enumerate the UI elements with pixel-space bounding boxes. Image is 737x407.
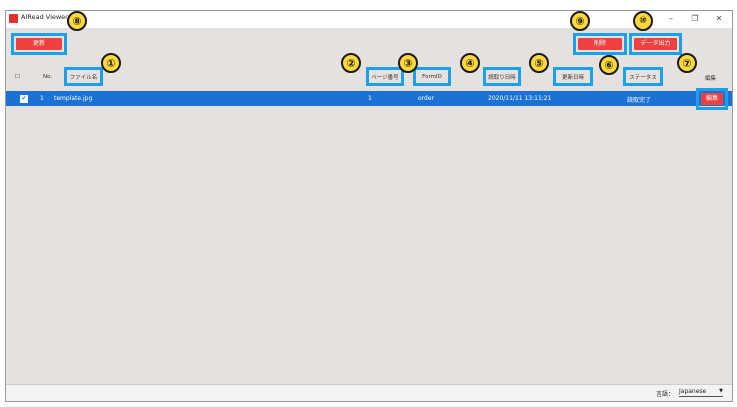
app-window: AIRead Viewer – ❐ ✕ 更新 削除 データ出力 ☐ No. ファ… [5,10,733,402]
annotation-9: ⑨ [570,11,590,31]
annotation-1: ① [101,53,121,73]
dropdown-arrow-icon: ▼ [719,388,723,394]
export-button[interactable]: データ出力 [634,38,677,50]
title-bar: AIRead Viewer – ❐ ✕ [6,11,732,28]
annotation-3: ③ [398,53,418,73]
annotation-8: ⑧ [67,11,87,31]
annotation-2: ② [341,53,361,73]
refresh-callout [11,33,67,55]
export-callout [629,33,682,55]
edit-button[interactable]: 編集 [701,93,723,105]
header-update-date[interactable]: 更新日時 [553,67,593,86]
language-label: 言語： [655,391,674,398]
header-page-label: ページ番号 [371,74,399,81]
header-formid-label: FormID [422,73,442,80]
header-no: No. [43,74,53,80]
annotation-6: ⑥ [599,55,619,75]
minimize-button[interactable]: – [669,14,673,23]
delete-button[interactable]: 削除 [578,38,622,50]
header-filename-label: ファイル名 [69,74,98,81]
status-bar: 言語： Japanese ▼ [6,384,732,401]
close-button[interactable]: ✕ [715,14,723,23]
annotation-4: ④ [460,53,480,73]
header-read-date-label: 読取り日時 [488,74,516,81]
annotation-10: ⑩ [633,11,653,31]
header-edit: 編集 [705,76,717,82]
app-icon [9,14,18,23]
language-value: Japanese [679,388,707,395]
table-row[interactable]: ✔ 1 template.jpg 1 order 2020/11/11 13:1… [6,91,732,106]
header-update-date-label: 更新日時 [561,74,584,81]
select-all-checkbox[interactable]: ☐ [15,74,20,80]
window-title: AIRead Viewer [21,13,68,21]
annotation-5: ⑤ [529,53,549,73]
header-status-label: ステータス [629,74,657,81]
edit-callout [696,88,728,110]
row-checkbox[interactable]: ✔ [20,95,28,103]
refresh-button[interactable]: 更新 [16,38,62,50]
restore-button[interactable]: ❐ [691,14,699,23]
header-status[interactable]: ステータス [623,67,663,86]
header-filename[interactable]: ファイル名 [64,67,103,86]
row-filename: template.jpg [54,95,93,102]
language-select[interactable]: Japanese ▼ [679,388,723,397]
row-read-date: 2020/11/11 13:11:21 [488,95,552,102]
row-formid: order [418,95,434,102]
row-status: 読取完了 [627,97,652,104]
annotation-7: ⑦ [677,53,697,73]
delete-callout [573,33,627,55]
row-page: 1 [368,95,372,102]
header-formid[interactable]: FormID [413,67,451,86]
header-page[interactable]: ページ番号 [366,67,404,86]
header-read-date[interactable]: 読取り日時 [483,67,521,86]
row-no: 1 [40,95,44,102]
